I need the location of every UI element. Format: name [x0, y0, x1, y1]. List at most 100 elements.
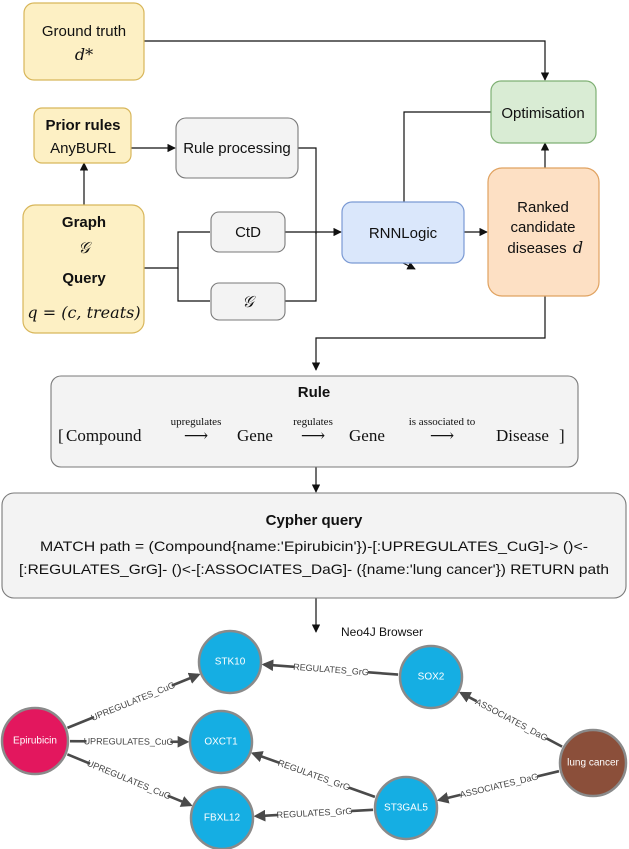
graph-node-circle[interactable]: [558, 728, 628, 798]
graph-edge-label-bg: [277, 804, 352, 821]
cypher-line1: MATCH path = (Compound{name:'Epirubicin'…: [40, 538, 588, 554]
prior-rules-subtitle: AnyBURL: [50, 140, 116, 157]
ground-truth-symbol: d*: [75, 45, 93, 64]
connector-groundtruth-to-optimisation: [144, 40, 550, 81]
rule-processing-box: Rule processing: [175, 117, 299, 179]
ground-truth-box: Ground truth d*: [23, 2, 145, 81]
graph-edge-label-bg: [91, 679, 175, 723]
rule-arrow-2: ⟶: [301, 426, 325, 445]
connector-rnnlogic-to-optimisation: [403, 111, 491, 202]
graph-edge-label-bg: [277, 757, 351, 794]
optimisation-label: Optimisation: [501, 105, 584, 122]
graph-node-label: OXCT1: [204, 737, 238, 748]
graph-edge-label-st3gal5-oxct1: REGULATES_GrG: [277, 757, 352, 794]
graph-node-st3gal5[interactable]: ST3GAL5: [373, 775, 439, 841]
graph-node-label: FBXL12: [204, 813, 241, 824]
connectors: [79, 40, 550, 633]
query-title: Query: [62, 270, 106, 287]
rule-arrow-3: ⟶: [430, 426, 454, 445]
graph-query-box: Graph 𝒢 Query q = (c, treats): [22, 204, 145, 334]
ranked-candidates-box: Ranked candidate diseases d: [487, 167, 600, 297]
graph-edge-label-text: REGULATES_GrG: [277, 758, 352, 793]
query-formula: q = (c, treats): [27, 303, 140, 322]
rule-arrow-1: ⟶: [184, 426, 208, 445]
graph-node-oxct1[interactable]: OXCT1: [188, 709, 254, 775]
connector-ranked-to-rule: [311, 296, 546, 371]
rule-entity-disease: Disease: [496, 426, 549, 445]
graph-node-circle[interactable]: [0, 706, 70, 776]
graph-edge-label-bg: [293, 660, 369, 679]
graph-node-sox2[interactable]: SOX2: [398, 644, 464, 710]
connector-small-arrow: [402, 261, 416, 270]
graph-node-label: lung cancer: [567, 758, 619, 769]
graph-node-label: STK10: [215, 657, 246, 668]
graph-edge-label-epirubicin-fbxl12: UPREGULATES_CuG: [86, 758, 173, 802]
graph-node-stk10[interactable]: STK10: [197, 629, 263, 695]
graph-node-label: ST3GAL5: [384, 803, 428, 814]
connector-ruleprocessing-to-rnnlogic: [298, 147, 317, 234]
graph-edge-label-text: REGULATES_GrG: [276, 806, 352, 820]
rule-entity-gene-1: Gene: [237, 426, 273, 445]
rule-entity-compound: Compound: [66, 426, 142, 445]
graph-node-label: Epirubicin: [13, 736, 57, 747]
graph-node-circle[interactable]: [398, 644, 464, 710]
cypher-title: Cypher query: [266, 512, 363, 529]
neo4j-caption: Neo4J Browser: [341, 625, 423, 639]
graph-edge-label-epirubicin-oxct1: UPREGULATES_CuG: [84, 735, 174, 748]
rnnlogic-box: RNNLogic: [341, 201, 465, 264]
graph-edge-label-lung_cancer-sox2: ASSOCIATES_DaG: [473, 695, 550, 744]
neo4j-edges: UPREGULATES_CuG UPREGULATES_CuG UPREGULATE…: [66, 659, 563, 822]
g-box-label: 𝒢: [242, 292, 256, 311]
prior-rules-box: Prior rules AnyBURL: [33, 107, 132, 164]
ranked-symbol: d: [573, 238, 583, 257]
ground-truth-title: Ground truth: [42, 23, 126, 40]
cypher-box: Cypher query MATCH path = (Compound{name…: [1, 492, 627, 599]
graph-edge-label-text: UPREGULATES_CuG: [84, 736, 174, 746]
prior-rules-title: Prior rules: [45, 117, 120, 134]
graph-node-circle[interactable]: [188, 709, 254, 775]
ctd-box: CtD: [210, 211, 286, 253]
rule-box: Rule [ Compound upregulates ⟶ Gene regul…: [50, 375, 579, 468]
cypher-line2: [:REGULATES_GrG]- ()<-[:ASSOCIATES_DaG]-…: [19, 561, 609, 577]
graph-edge-label-epirubicin-stk10: UPREGULATES_CuG: [89, 679, 176, 723]
connector-graph-to-gbox: [177, 268, 210, 302]
graph-edge-label-text: ASSOCIATES_DaG: [474, 697, 550, 744]
graph-edge-label-bg: [87, 758, 171, 802]
optimisation-box: Optimisation: [490, 80, 597, 144]
graph-edge-label-lung_cancer-st3gal5: ASSOCIATES_DaG: [459, 770, 539, 801]
rule-close-bracket: ]: [559, 426, 565, 445]
ranked-line2: candidate: [510, 219, 575, 236]
connector-gbox-up: [285, 232, 317, 302]
graph-node-circle[interactable]: [197, 629, 263, 695]
rnnlogic-label: RNNLogic: [369, 225, 438, 242]
graph-node-epirubicin[interactable]: Epirubicin: [0, 706, 70, 776]
graph-edge-label-bg: [459, 770, 539, 801]
graph-node-label: SOX2: [418, 672, 445, 683]
ranked-line3: diseases: [507, 240, 566, 257]
graph-edge-label-bg: [473, 695, 550, 744]
graph-edge-label-text: ASSOCIATES_DaG: [459, 771, 539, 800]
graph-edge-label-text: UPREGULATES_CuG: [86, 758, 173, 801]
rule-relation-regulates: regulates: [293, 416, 333, 428]
graph-symbol: 𝒢: [78, 238, 92, 257]
graph-edge-label-text: UPREGULATES_CuG: [89, 680, 176, 723]
rule-title: Rule: [298, 384, 331, 401]
g-box: 𝒢: [210, 282, 286, 321]
graph-title: Graph: [62, 214, 106, 231]
graph-node-lung_cancer[interactable]: lung cancer: [558, 728, 628, 798]
rule-open-bracket: [: [58, 426, 64, 445]
graph-edge-label-bg: [86, 735, 171, 748]
rule-processing-label: Rule processing: [183, 140, 291, 157]
rule-relation-associated: is associated to: [409, 416, 476, 428]
graph-edge-label-sox2-stk10: REGULATES_GrG: [293, 660, 369, 679]
graph-node-fbxl12[interactable]: FBXL12: [189, 785, 255, 849]
connector-graph-split: [144, 231, 210, 269]
graph-edge-label-st3gal5-fbxl12: REGULATES_GrG: [276, 804, 353, 821]
graph-node-circle[interactable]: [189, 785, 255, 849]
graph-node-circle[interactable]: [373, 775, 439, 841]
rule-relation-upregulates: upregulates: [171, 416, 222, 428]
rule-entity-gene-2: Gene: [349, 426, 385, 445]
ranked-line1: Ranked: [517, 199, 569, 216]
